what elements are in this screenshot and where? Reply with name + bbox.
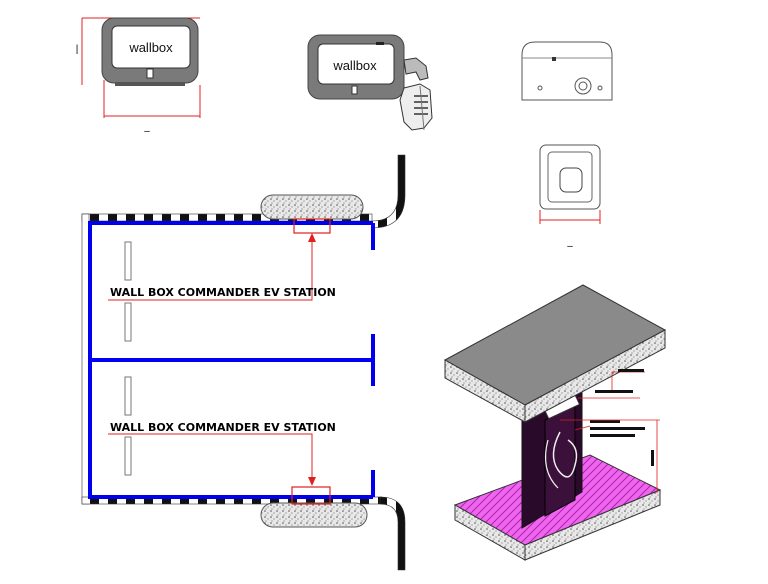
leader-line-bottom (108, 433, 313, 484)
arrowhead-up-icon (308, 233, 316, 242)
status-indicator-icon (146, 68, 154, 79)
charging-cable (552, 431, 578, 478)
arrowhead-down-icon (308, 477, 316, 486)
wallbox-front-base (115, 82, 185, 86)
curb-curve-top (371, 154, 406, 229)
charging-plug-icon (399, 83, 433, 131)
wallbox-front-screen (111, 25, 191, 69)
connector-holder (403, 57, 429, 81)
wallbox-perspective-label: wallbox (332, 58, 377, 73)
wallbox-rear-body (521, 41, 613, 101)
planter-top (260, 194, 364, 220)
connector-socket-icon (559, 167, 583, 193)
curb-left (81, 213, 90, 505)
wallbox-front-label: wallbox (128, 40, 173, 55)
front-height-mark: | (76, 44, 79, 55)
wallbox-side-view: – (539, 144, 601, 252)
wallbox-perspective-screen (317, 43, 395, 85)
status-indicator-icon (351, 85, 358, 95)
wheel-stop (124, 302, 132, 342)
leader-line-top (108, 236, 313, 301)
wallbox-perspective-view: wallbox (307, 34, 433, 131)
wheel-stop (124, 241, 132, 281)
station-label-bottom: WALL BOX COMMANDER EV STATION (110, 421, 336, 434)
wheel-stop (124, 376, 132, 416)
isometric-station (443, 284, 667, 561)
wallbox-front-view: wallbox – | (76, 17, 201, 137)
parking-plan: WALL BOX COMMANDER EV STATION WALL BOX C… (81, 154, 406, 571)
rear-width-mark: – (567, 241, 573, 252)
front-width-mark: – (144, 126, 150, 137)
curb-curve-bottom (379, 496, 406, 571)
station-label-top: WALL BOX COMMANDER EV STATION (110, 286, 336, 299)
charger-location-bottom (291, 486, 331, 505)
planter-bottom (260, 502, 368, 528)
wheel-stop (124, 436, 132, 476)
wallbox-rear-view (521, 41, 613, 101)
